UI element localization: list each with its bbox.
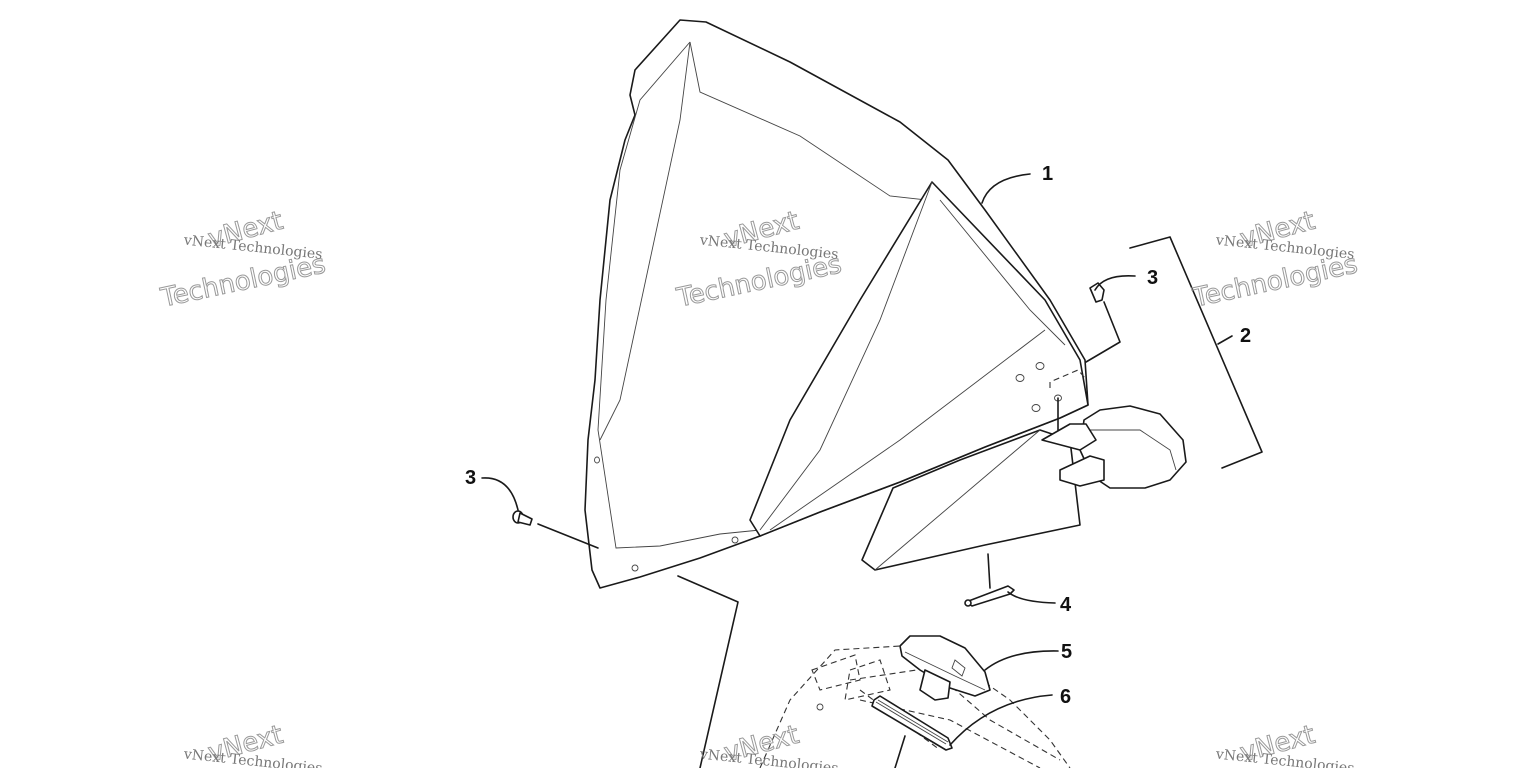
windshield [584,19,1089,589]
screw-alignment-dashed [1049,301,1121,431]
screw-left [512,510,599,549]
callout-1: 1 [1042,163,1053,185]
gauge [899,635,991,701]
watermark-5: vNext vNext Technologies [698,719,839,768]
watermark-technologies: Technologies [158,249,329,313]
callout-6: 6 [1060,686,1071,708]
callout-3-left: 3 [465,467,476,489]
callout-4: 4 [1060,594,1072,616]
callout-2: 2 [1240,325,1251,347]
pin [964,553,1015,607]
screw-right [1089,282,1105,303]
callout-5: 5 [1061,641,1072,663]
leader-lines [481,173,1263,768]
display-strip [871,695,953,768]
deflector-panel [861,429,1081,571]
watermark-6: vNext vNext Technologies [1214,719,1355,768]
watermark-technologies: Technologies [1190,249,1361,313]
watermark-3: vNext vNext Technologies Technologies [1189,205,1361,314]
watermark-4: vNext vNext Technologies [182,719,323,768]
mirror-assembly [1041,405,1187,489]
callout-labels: 1 2 3 3 4 5 6 [465,163,1251,708]
watermark-1: vNext vNext Technologies Technologies [157,205,329,314]
callout-3-right: 3 [1147,267,1158,289]
